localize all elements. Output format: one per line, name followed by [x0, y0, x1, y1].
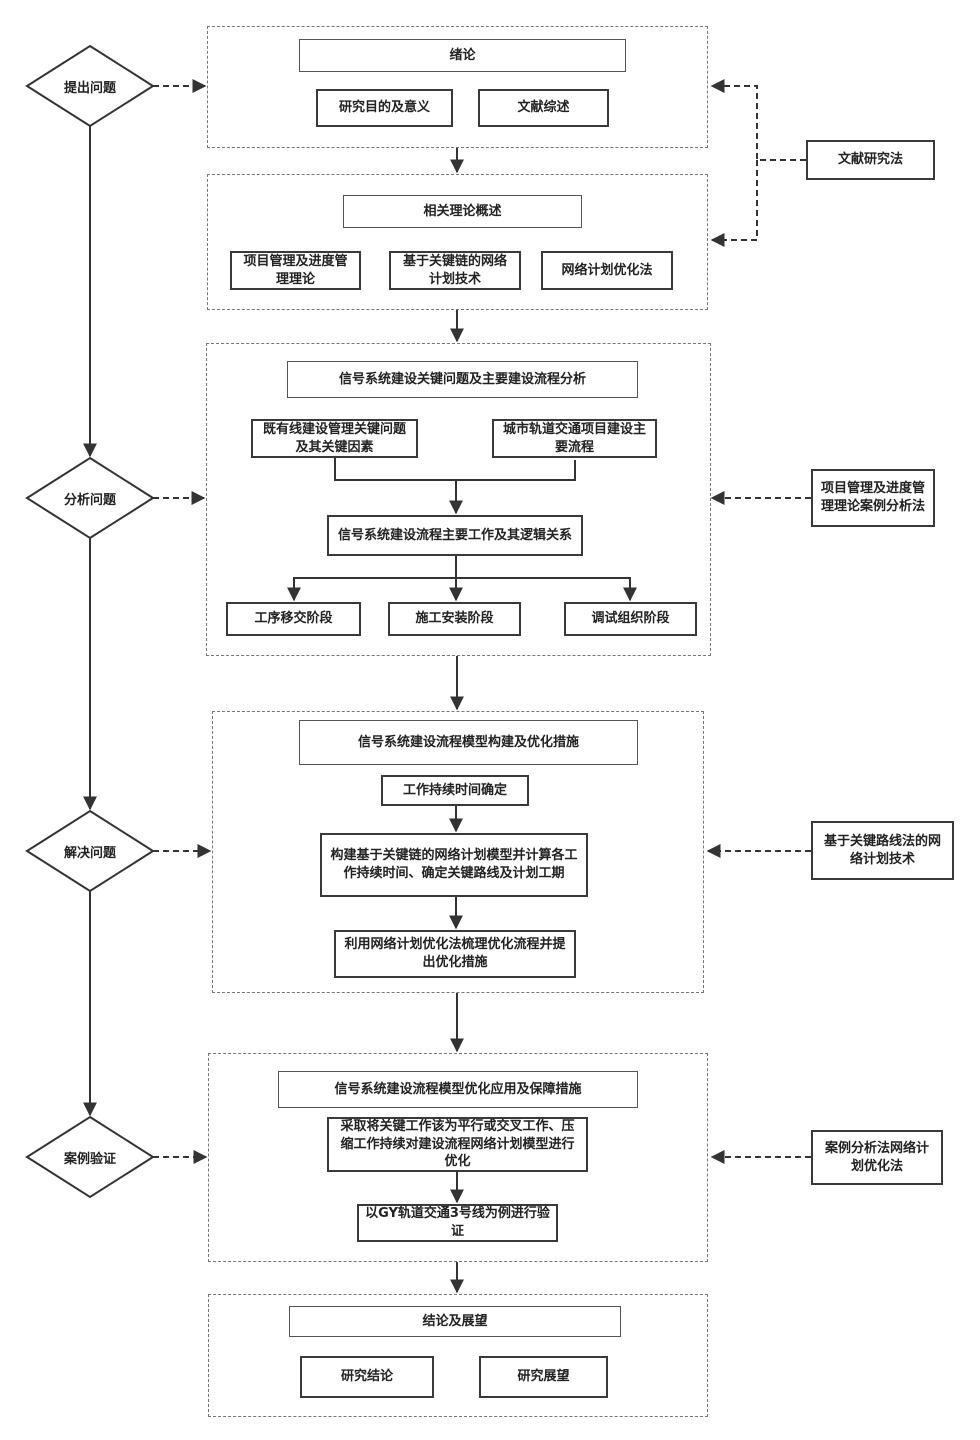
group-theory [207, 174, 708, 310]
method-link-1b [710, 160, 758, 247]
g4-step-1: 工作持续时间确定 [381, 775, 529, 806]
g3-left: 既有线建设管理关键问题及其关键因素 [251, 419, 418, 458]
g2-title: 相关理论概述 [343, 195, 582, 228]
g4-step-2: 构建基于关键链的网络计划模型并计算各工作持续时间、确定关键路线及计划工期 [320, 833, 588, 897]
g3-mid: 信号系统建设流程主要工作及其逻辑关系 [327, 515, 583, 556]
method-critical-path: 基于关键路线法的网络计划技术 [811, 821, 954, 880]
g4-step-3: 利用网络计划优化法梳理优化流程并提出优化措施 [334, 930, 576, 978]
method-literature: 文献研究法 [806, 140, 935, 180]
g3-phase-3: 调试组织阶段 [564, 602, 697, 636]
stage-label-3: 解决问题 [63, 845, 116, 861]
g4-title: 信号系统建设流程模型构建及优化措施 [299, 720, 638, 765]
g3-phase-1: 工序移交阶段 [226, 602, 361, 636]
stage-diamond-4 [25, 1115, 155, 1199]
group-model [212, 711, 704, 993]
stage-label-4: 案例验证 [63, 1151, 116, 1167]
g6-item-1: 研究结论 [300, 1356, 434, 1398]
g5-title: 信号系统建设流程模型优化应用及保障措施 [278, 1071, 638, 1108]
g5-step-2: 以GY轨道交通3号线为例进行验证 [357, 1204, 558, 1242]
group-introduction [207, 26, 708, 148]
g1-item-1: 研究目的及意义 [316, 89, 453, 127]
stage-label-1: 提出问题 [63, 80, 116, 96]
g1-item-2: 文献综述 [478, 89, 609, 127]
g2-item-1: 项目管理及进度管理理论 [230, 251, 361, 290]
g2-item-2: 基于关键链的网络计划技术 [389, 251, 521, 290]
method-optimization: 案例分析法网络计划优化法 [811, 1130, 943, 1185]
split-right [456, 577, 637, 602]
g3-right: 城市轨道交通项目建设主要流程 [492, 419, 657, 458]
g3-phase-2: 施工安装阶段 [388, 602, 521, 636]
method-link-1 [710, 79, 806, 161]
split-left [287, 577, 456, 602]
method-case-analysis: 项目管理及进度管理理论案例分析法 [811, 469, 935, 527]
g1-title: 绪论 [299, 39, 626, 72]
g5-step-1: 采取将关键工作该为平行或交叉工作、压缩工作持续对建设流程网络计划模型进行优化 [327, 1117, 588, 1172]
g6-title: 结论及展望 [289, 1306, 621, 1337]
group-conclusion [208, 1294, 708, 1417]
group-analysis [206, 343, 711, 656]
g2-item-3: 网络计划优化法 [541, 251, 673, 290]
group-application [208, 1053, 708, 1262]
stage-label-2: 分析问题 [63, 492, 116, 508]
g3-title: 信号系统建设关键问题及主要建设流程分析 [287, 361, 638, 398]
g6-item-2: 研究展望 [479, 1356, 608, 1398]
